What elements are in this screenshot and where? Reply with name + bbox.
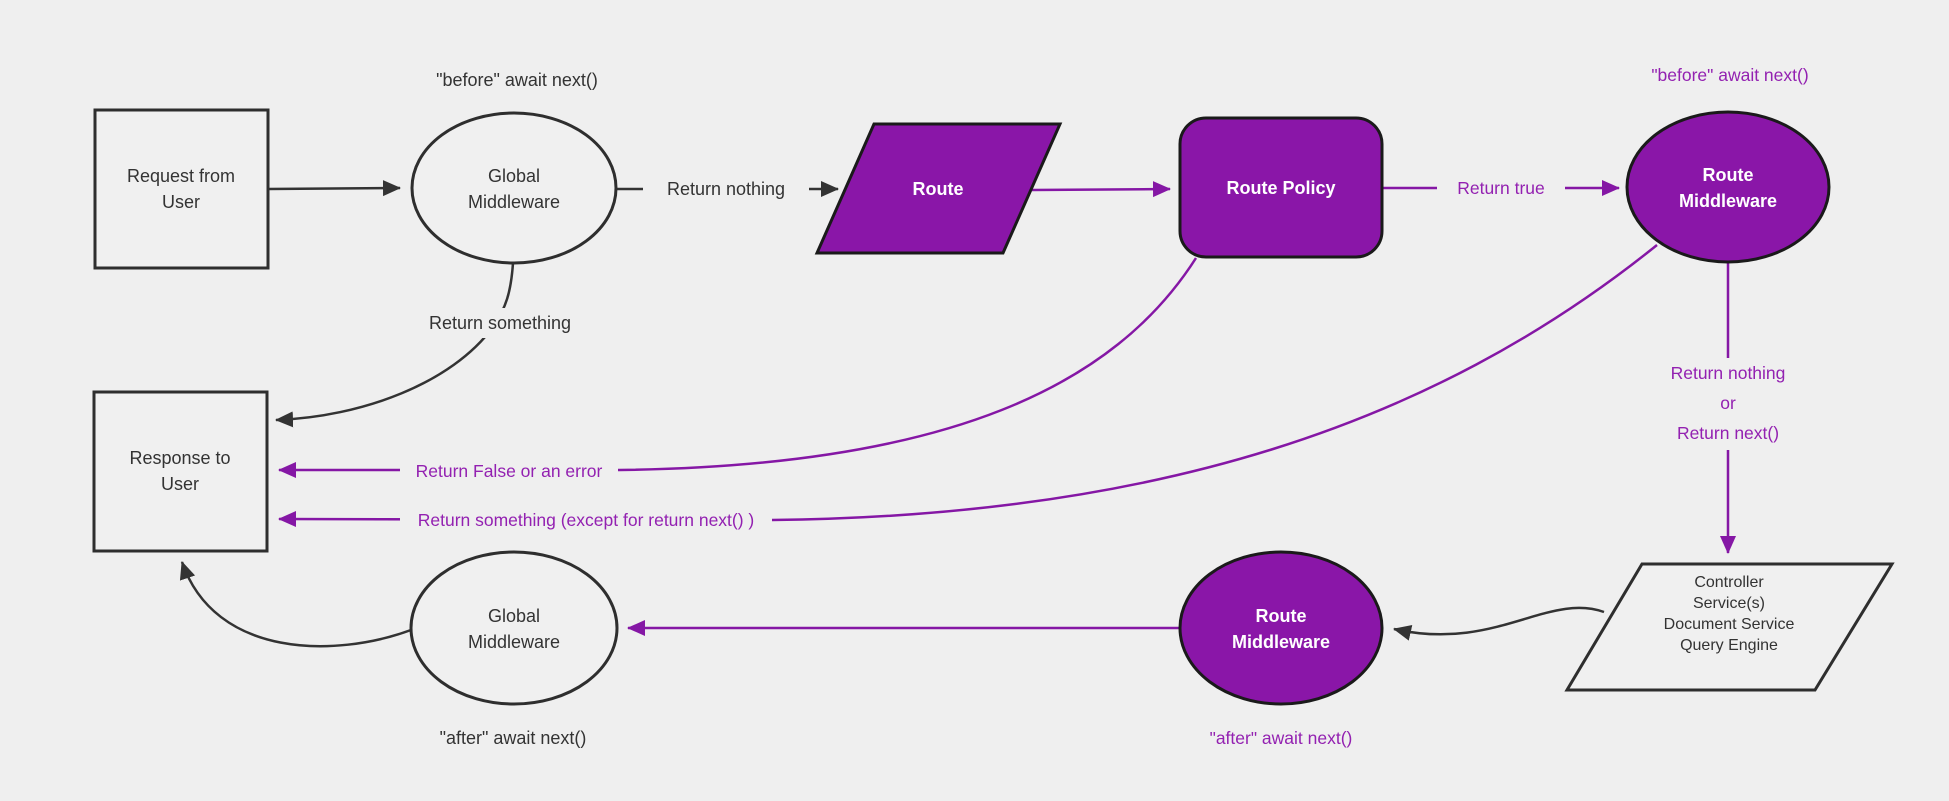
global-middleware-bottom-ellipse <box>409 550 619 706</box>
label-bg <box>1437 175 1565 202</box>
label-bg <box>643 175 809 203</box>
node-label-line2: Middleware <box>468 632 560 652</box>
edge-label-return-false-or-error: Return False or an error <box>400 455 618 486</box>
edge-label-text-line3: Return next() <box>1677 423 1779 443</box>
route-middleware-bottom-ellipse <box>1178 550 1384 706</box>
edge-label-return-true: Return true <box>1437 175 1565 202</box>
node-label-line2: Service(s) <box>1693 595 1765 612</box>
node-route: Route <box>814 122 1063 255</box>
route-policy-box <box>1178 116 1384 259</box>
node-label-line4: Query Engine <box>1680 637 1778 654</box>
node-route-middleware-top: Route Middleware <box>1625 110 1831 264</box>
edge-global-middleware-return-something <box>275 262 515 428</box>
controller-group-parallelogram <box>1564 562 1895 692</box>
node-route-middleware-bottom: Route Middleware <box>1178 550 1384 706</box>
edge-label-text: Return true <box>1457 178 1545 198</box>
node-controller-group: Controller Service(s) Document Service Q… <box>1564 562 1895 692</box>
node-label-line2: User <box>162 192 200 212</box>
node-label-line1: Route <box>1703 165 1754 185</box>
route-parallelogram <box>814 122 1063 255</box>
edge-label-text: Return False or an error <box>416 461 603 481</box>
node-label-line2: Middleware <box>468 192 560 212</box>
node-label-line1: Global <box>488 606 540 626</box>
response-to-user-box <box>92 390 269 553</box>
edge-label-text-line2: or <box>1720 393 1736 413</box>
annotation-before-await-next-global: "before" await next() <box>436 70 598 90</box>
node-global-middleware-top: Global Middleware <box>410 111 618 265</box>
global-middleware-top-ellipse <box>410 111 618 265</box>
annotation-after-await-next-global: "after" await next() <box>440 728 587 748</box>
edge-request-to-global-middleware <box>267 180 401 197</box>
edge-route-middleware-return-something-except <box>278 244 1658 528</box>
edge-label-return-something-except: Return something (except for return next… <box>400 504 772 535</box>
edge-controller-to-route-middleware-bottom <box>1393 606 1605 641</box>
label-bg <box>400 504 772 535</box>
node-route-policy: Route Policy <box>1178 116 1384 259</box>
node-label-line1: Request from <box>127 166 235 186</box>
edge-label-return-nothing-or-next: Return nothing or Return next() <box>1642 358 1814 450</box>
node-label-line1: Response to <box>129 448 230 468</box>
node-label-line1: Global <box>488 166 540 186</box>
route-middleware-top-ellipse <box>1625 110 1831 264</box>
label-bg <box>406 308 594 338</box>
edge-route-to-route-policy <box>1031 181 1171 198</box>
node-request-from-user: Request from User <box>93 108 270 270</box>
edge-route-policy-return-false <box>278 257 1198 478</box>
node-global-middleware-bottom: Global Middleware <box>409 550 619 706</box>
edge-label-return-nothing: Return nothing <box>643 175 809 203</box>
edge-global-middleware-bottom-to-response <box>179 561 412 648</box>
node-label: Route <box>913 179 964 199</box>
edge-label-text-line1: Return nothing <box>1671 363 1786 383</box>
node-label-line1: Route <box>1256 606 1307 626</box>
edge-label-text: Return nothing <box>667 179 785 199</box>
node-label-line2: Middleware <box>1679 191 1777 211</box>
edge-label-text: Return something (except for return next… <box>418 510 755 530</box>
node-label-line2: User <box>161 474 199 494</box>
edge-label-return-something: Return something <box>406 308 594 338</box>
node-label-line1: Controller <box>1694 574 1764 591</box>
annotation-before-await-next-route: "before" await next() <box>1651 65 1808 85</box>
node-label: Route Policy <box>1226 178 1335 198</box>
edge-label-text: Return something <box>429 313 571 333</box>
request-from-user-box <box>93 108 270 270</box>
annotation-after-await-next-route: "after" await next() <box>1210 728 1353 748</box>
node-label-line3: Document Service <box>1664 616 1795 633</box>
node-response-to-user: Response to User <box>92 390 269 553</box>
label-bg <box>400 455 618 486</box>
label-bg <box>1642 358 1814 450</box>
node-label-line2: Middleware <box>1232 632 1330 652</box>
